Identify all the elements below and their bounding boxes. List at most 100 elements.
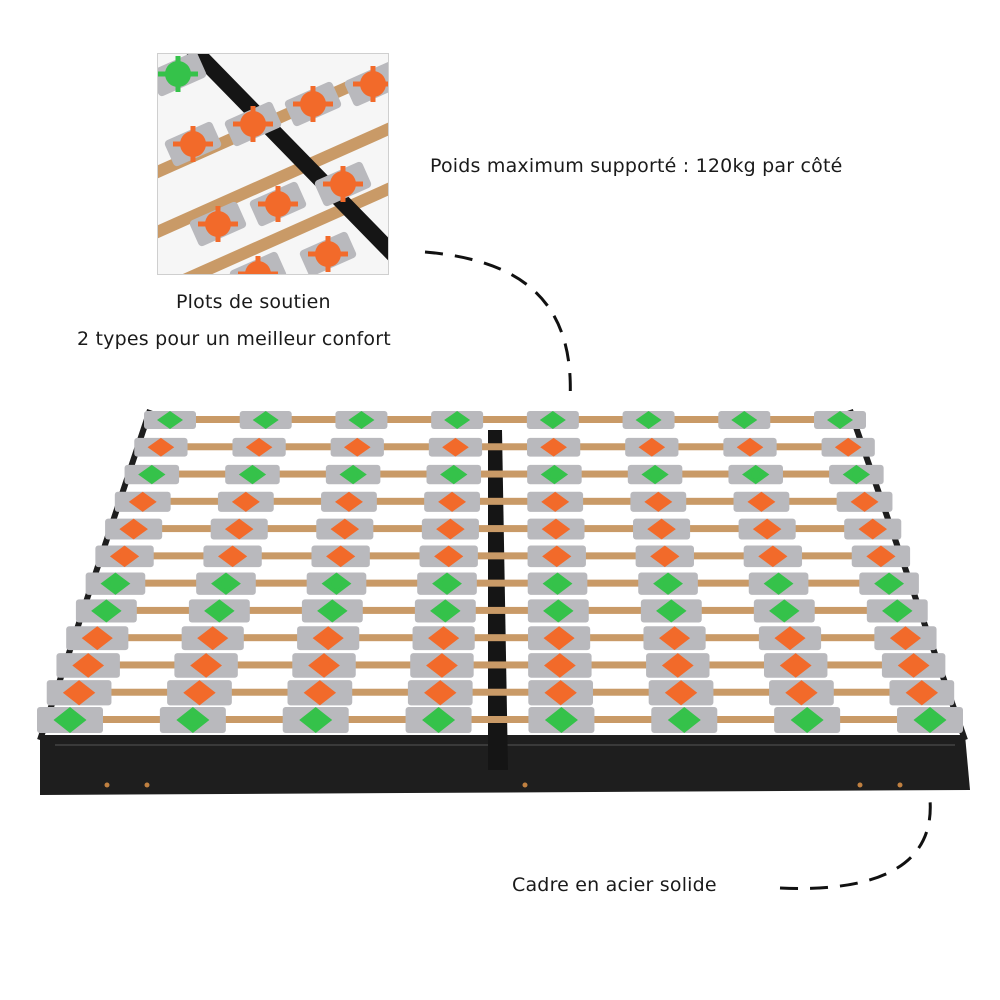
support-pad <box>66 626 129 651</box>
support-pad <box>410 653 474 678</box>
support-pad <box>728 464 783 485</box>
support-pad <box>85 572 146 595</box>
zoom-pad <box>314 161 372 207</box>
support-pad <box>851 545 911 568</box>
support-pad <box>297 626 360 651</box>
support-pad <box>46 680 112 706</box>
support-pad <box>526 411 579 429</box>
slat <box>77 634 926 642</box>
support-pad <box>859 572 919 595</box>
support-pad <box>321 491 377 512</box>
zoom-pads <box>158 54 388 274</box>
support-pad <box>627 464 683 485</box>
support-pad <box>431 411 484 429</box>
dashed-leader-line-frame <box>779 799 932 890</box>
slat <box>86 606 918 614</box>
support-pad <box>638 572 698 595</box>
zoom-pad <box>158 54 207 97</box>
weight-caption: Poids maximum supporté : 120kg par côté <box>430 155 843 177</box>
support-pad <box>167 680 232 706</box>
support-pad <box>829 464 884 485</box>
support-pad <box>196 572 256 595</box>
support-pad <box>426 464 482 485</box>
support-pad <box>335 411 388 429</box>
pad-detail-zoom <box>157 53 389 275</box>
support-pad <box>718 411 771 429</box>
support-pad <box>306 572 367 595</box>
slat <box>122 497 885 505</box>
zoom-pad <box>284 81 342 127</box>
support-pad <box>412 626 475 651</box>
support-pad <box>874 626 937 651</box>
zoom-pad <box>299 231 357 274</box>
support-pad <box>301 599 363 623</box>
zoom-pad <box>249 181 307 227</box>
support-pad <box>203 545 262 568</box>
plots-subtitle-caption: 2 types pour un meilleur confort <box>77 328 391 350</box>
support-pad <box>528 626 591 651</box>
support-pad <box>881 653 946 678</box>
slat <box>50 716 950 723</box>
support-pad <box>287 680 353 706</box>
support-pad <box>733 491 790 512</box>
support-pad <box>743 545 803 568</box>
frame-caption: Cadre en acier solide <box>512 874 717 896</box>
support-pad <box>414 599 476 623</box>
pad-detail-image <box>158 54 388 274</box>
slat <box>68 661 934 669</box>
support-pad <box>844 518 902 540</box>
support-pad <box>753 599 815 623</box>
support-pad <box>174 653 238 678</box>
support-pad <box>239 411 292 429</box>
slat <box>113 525 893 533</box>
support-pad <box>528 680 594 706</box>
support-pad <box>622 411 675 429</box>
support-pad <box>114 491 171 512</box>
slat <box>131 470 877 478</box>
support-pad <box>527 599 589 623</box>
support-pad <box>836 491 893 512</box>
support-pad <box>188 599 250 623</box>
slat <box>95 579 910 587</box>
support-pad <box>282 707 349 733</box>
support-pad <box>144 411 196 429</box>
support-pad <box>889 680 955 706</box>
support-pad <box>292 653 356 678</box>
support-pad <box>769 680 834 706</box>
support-pad <box>633 518 691 540</box>
zoom-pad <box>229 251 287 274</box>
support-pad <box>866 599 928 623</box>
support-pad <box>325 464 381 485</box>
support-pad <box>625 437 679 457</box>
support-pad <box>424 491 480 512</box>
support-pad <box>814 411 866 429</box>
zoom-pad <box>344 61 388 107</box>
support-pad <box>821 437 875 457</box>
support-pad <box>232 437 286 457</box>
support-pad <box>124 464 180 485</box>
slat <box>140 443 869 451</box>
support-pad <box>527 464 582 485</box>
zoom-pad <box>164 121 222 167</box>
support-pad <box>134 437 188 457</box>
slat <box>59 688 942 696</box>
support-pad <box>748 572 809 595</box>
zoom-pad <box>224 101 282 147</box>
slat <box>104 552 901 560</box>
center-rail <box>488 430 508 770</box>
support-pad <box>738 518 796 540</box>
support-pad <box>774 707 841 733</box>
support-pad <box>763 653 828 678</box>
support-pad <box>643 626 706 651</box>
support-pad <box>37 707 103 733</box>
support-pad <box>405 707 472 733</box>
support-pad <box>217 491 274 512</box>
support-pad <box>225 464 280 485</box>
support-pad <box>528 707 595 733</box>
support-pad <box>651 707 718 733</box>
support-pad <box>419 545 478 568</box>
support-pad <box>527 437 581 457</box>
wooden-slats <box>50 416 950 723</box>
support-pad <box>316 518 374 540</box>
support-pads <box>37 411 963 733</box>
